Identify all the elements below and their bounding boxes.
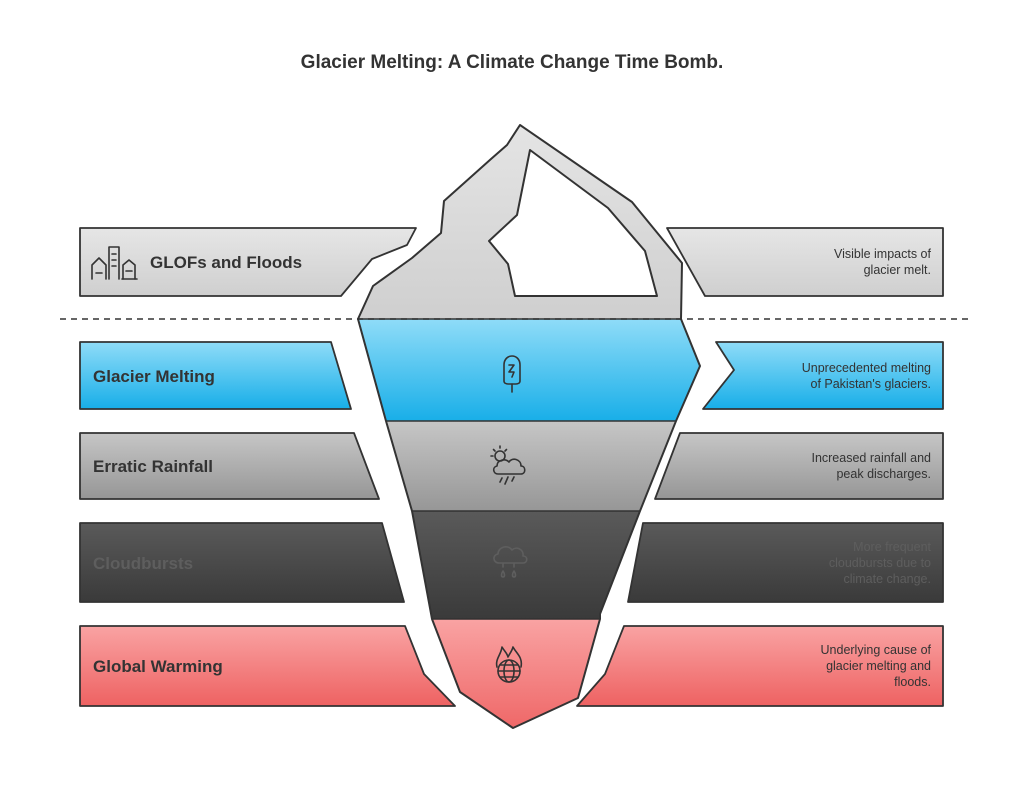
description-line: glacier melting and [826,659,931,673]
description-line: of Pakistan's glaciers. [811,377,932,391]
left-band-glofs [79,227,417,297]
description-line: cloudbursts due to [829,556,931,570]
iceberg-blue-layer [358,319,700,422]
label-global-warming: Global Warming [93,657,223,676]
left-band-cloudbursts [79,522,405,603]
description-line: floods. [894,675,931,689]
description-line: climate change. [843,572,931,586]
description-cloudbursts: More frequent cloudbursts due to climate c… [829,540,932,586]
description-line: More frequent [853,540,931,554]
description-glacier-melting: Unprecedented melting of Pakistan's glaci… [802,361,931,391]
description-global-warming: Underlying cause of glacier melting and fl… [821,643,932,689]
label-erratic-rainfall: Erratic Rainfall [93,457,213,476]
iceberg-gray-layer [358,421,700,512]
description-line: glacier melt. [864,263,931,277]
melting-popsicle-icon [503,355,521,393]
right-band-global-warming [576,625,944,707]
description-line: Increased rainfall and [811,451,931,465]
right-band-erratic-rainfall [654,432,944,500]
description-erratic-rainfall: Increased rainfall and peak discharges. [811,451,931,481]
right-band-glacier-melting [702,341,944,410]
label-glacier-melting: Glacier Melting [93,367,215,386]
iceberg-snow-cap [488,149,658,297]
description-line: Visible impacts of [834,247,932,261]
right-band-glofs [666,227,944,297]
label-glofs: GLOFs and Floods [150,253,302,272]
rain-cloud-icon [493,545,528,578]
description-line: Unprecedented melting [802,361,931,375]
diagram-title: Glacier Melting: A Climate Change Time B… [301,52,724,73]
left-band-glacier-melting [79,341,352,410]
layer-labels: GLOFs and Floods Visible impacts of glacie… [93,247,932,689]
description-line: Underlying cause of [821,643,932,657]
right-band-cloudbursts [627,522,944,603]
description-glofs: Visible impacts of glacier melt. [834,247,932,277]
city-flood-icon [91,246,138,280]
burning-globe-icon [495,646,523,683]
left-band-erratic-rainfall [79,432,380,500]
left-band-global-warming [79,625,456,707]
description-line: peak discharges. [836,467,931,481]
label-cloudbursts: Cloudbursts [93,554,193,573]
storm-cloud-icon [490,445,526,485]
